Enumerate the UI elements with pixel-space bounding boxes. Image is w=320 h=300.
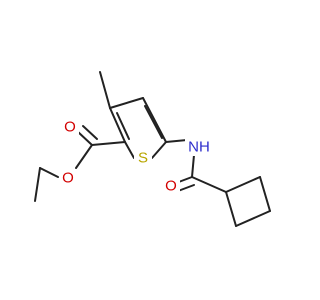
- bond-c3-c4: [109, 97, 144, 109]
- bond-c4-c5-inner: [144, 105, 163, 139]
- bond-carbonyl-cyclobutyl: [191, 176, 227, 193]
- bond-ring-ester-carbon: [91, 141, 126, 146]
- sulfur-label: S: [138, 150, 148, 167]
- bond-ethoxy-1: [39, 167, 59, 178]
- bond-cyclobutyl-1: [225, 176, 261, 193]
- amide-carbonyl-oxygen-label: O: [165, 178, 177, 195]
- ester-carbonyl-oxygen-mask: [61, 118, 79, 136]
- bond-c5-s1: [151, 141, 167, 159]
- bond-cyclobutyl-4: [225, 191, 237, 227]
- amide-carbonyl-oxygen-mask: [162, 177, 180, 195]
- bond-c2-c3-inner: [116, 112, 130, 140]
- molecule-canvas: O O S NH O: [34, 71, 271, 227]
- ester-single-oxygen-mask: [59, 169, 77, 187]
- bond-ester-double-o-1: [76, 130, 93, 146]
- bond-n-carbonyl: [191, 154, 195, 178]
- bond-cyclobutyl-3: [235, 210, 271, 227]
- sulfur-mask: [134, 149, 152, 167]
- bond-methyl: [99, 71, 111, 109]
- ester-single-oxygen-label: O: [62, 170, 74, 187]
- bond-s1-c2: [124, 141, 135, 159]
- amide-nitrogen-label: NH: [188, 139, 210, 156]
- bond-ester-single-o: [75, 144, 93, 169]
- amide-nitrogen-mask: [185, 138, 213, 156]
- bond-c2-c3: [109, 107, 126, 143]
- bond-c5-n: [165, 139, 188, 143]
- bond-cyclobutyl-2: [259, 176, 271, 212]
- molecule-structure: O O S NH O: [34, 71, 271, 227]
- bond-ethoxy-2: [34, 167, 41, 202]
- bond-ester-double-o-2: [82, 125, 98, 140]
- bond-c4-c5: [142, 97, 167, 143]
- ester-carbonyl-oxygen-label: O: [64, 119, 76, 136]
- bond-amide-double-o-2: [177, 184, 195, 192]
